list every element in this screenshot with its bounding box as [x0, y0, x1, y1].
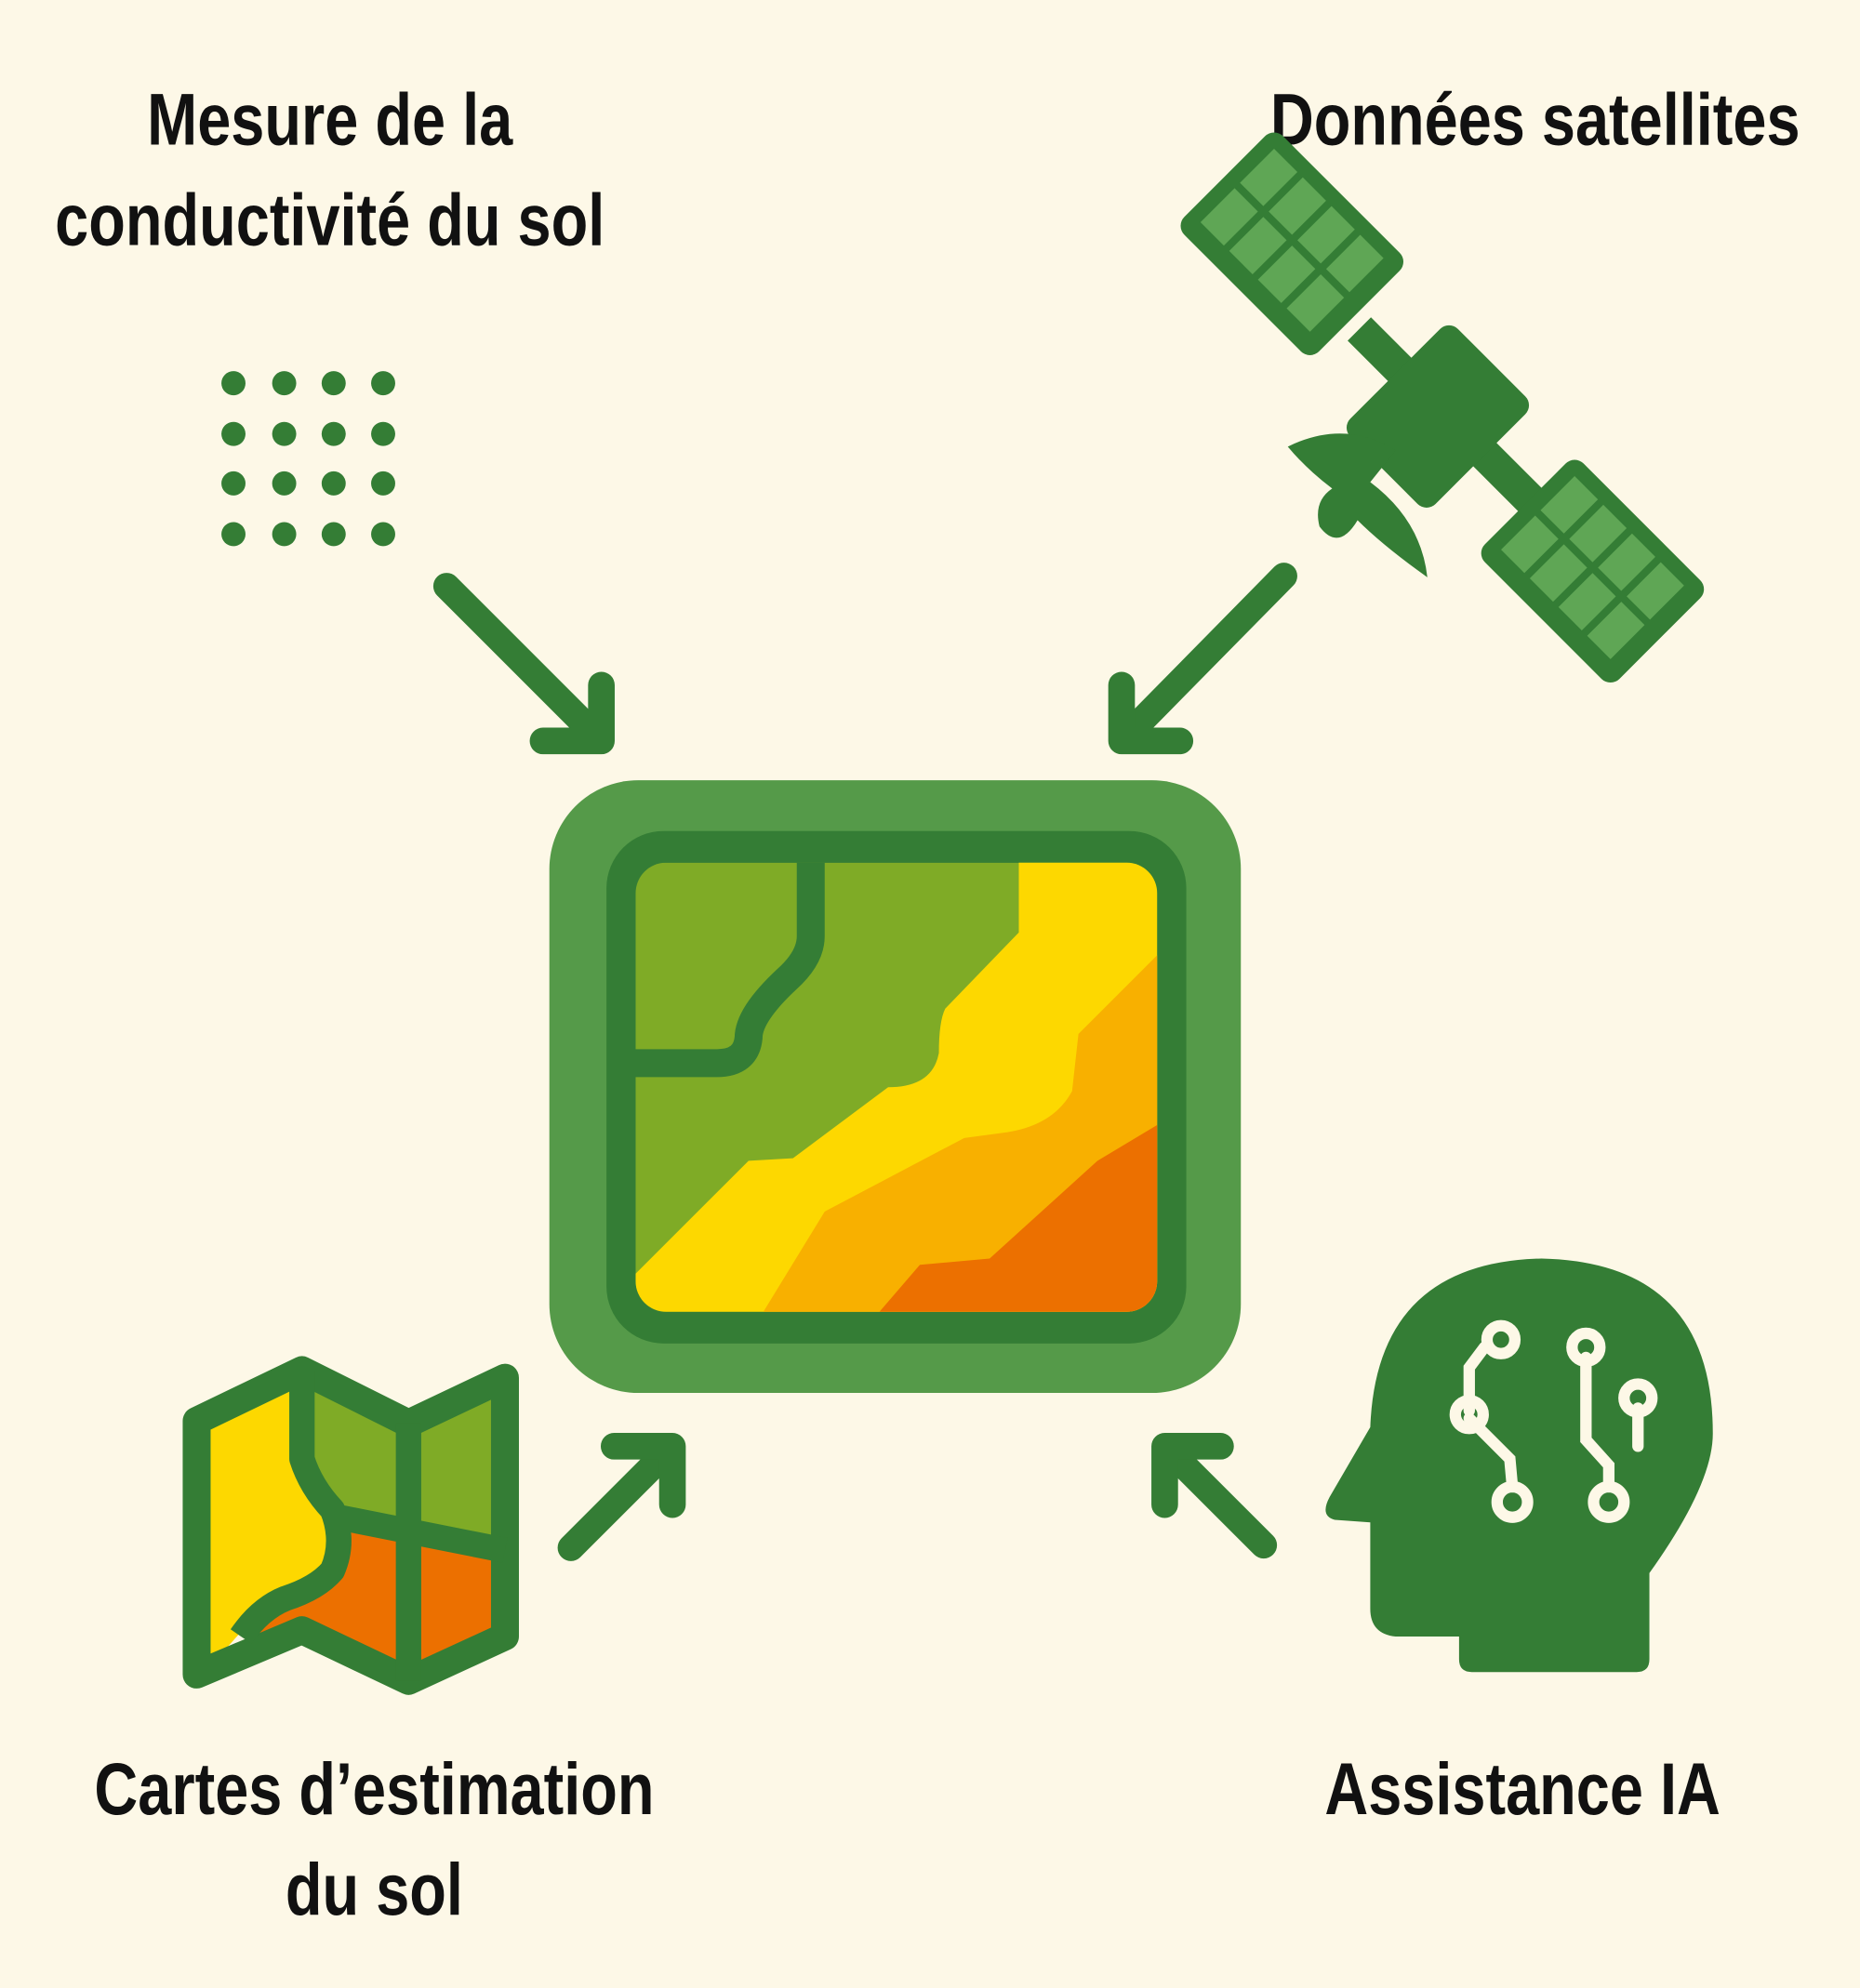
dot	[371, 470, 395, 496]
label-satellite-data: Données satellites	[1270, 80, 1800, 161]
label-line: du sol	[286, 1849, 463, 1930]
dot	[321, 421, 346, 446]
label-line: Cartes d’estimation	[94, 1749, 654, 1830]
arrow-icon	[432, 573, 615, 755]
solar-cell	[1200, 188, 1258, 246]
label-line: Données satellites	[1270, 80, 1800, 161]
solar-cell	[1598, 533, 1655, 591]
arrow-icon	[1108, 563, 1297, 755]
label-soil-conductivity: Mesure de la conductivité du sol	[55, 80, 604, 261]
dot	[371, 421, 395, 446]
folded-map-icon	[182, 1356, 519, 1695]
dot	[221, 421, 246, 446]
dot	[272, 421, 297, 446]
dot	[371, 522, 395, 547]
solar-cell	[1501, 515, 1559, 574]
solar-cell	[1529, 544, 1588, 603]
solar-cell	[1286, 273, 1345, 332]
dot	[272, 522, 297, 547]
solar-cell	[1325, 234, 1384, 293]
dot	[321, 522, 346, 547]
arrow-icon	[1151, 1433, 1278, 1559]
label-line: conductivité du sol	[55, 179, 604, 260]
label-ai-assistance: Assistance IA	[1324, 1749, 1720, 1830]
solar-cell	[1540, 476, 1599, 534]
dot	[321, 371, 346, 396]
solar-cell	[1569, 504, 1628, 563]
solar-cell	[1257, 245, 1316, 303]
solar-cell	[1558, 573, 1616, 630]
dot	[221, 470, 246, 496]
label-line: Assistance IA	[1324, 1749, 1720, 1830]
ai-head-icon	[1325, 1258, 1713, 1673]
dot	[321, 470, 346, 496]
soil-zone-map-icon	[549, 780, 1242, 1394]
dot	[221, 522, 246, 547]
solar-cell	[1627, 562, 1684, 620]
solar-cell	[1587, 602, 1645, 659]
dot	[371, 371, 395, 396]
dot	[272, 371, 297, 396]
dot	[221, 371, 246, 396]
label-line: Mesure de la	[147, 80, 513, 161]
solar-cell	[1229, 217, 1287, 274]
solar-cell	[1269, 177, 1326, 235]
solar-cell	[1240, 148, 1298, 206]
arrow-icon	[557, 1433, 686, 1561]
label-soil-maps: Cartes d’estimation du sol	[94, 1749, 654, 1930]
solar-cell	[1297, 205, 1355, 264]
dot	[272, 470, 297, 496]
satellite-icon	[1180, 132, 1705, 683]
dot-grid-icon	[221, 371, 395, 547]
